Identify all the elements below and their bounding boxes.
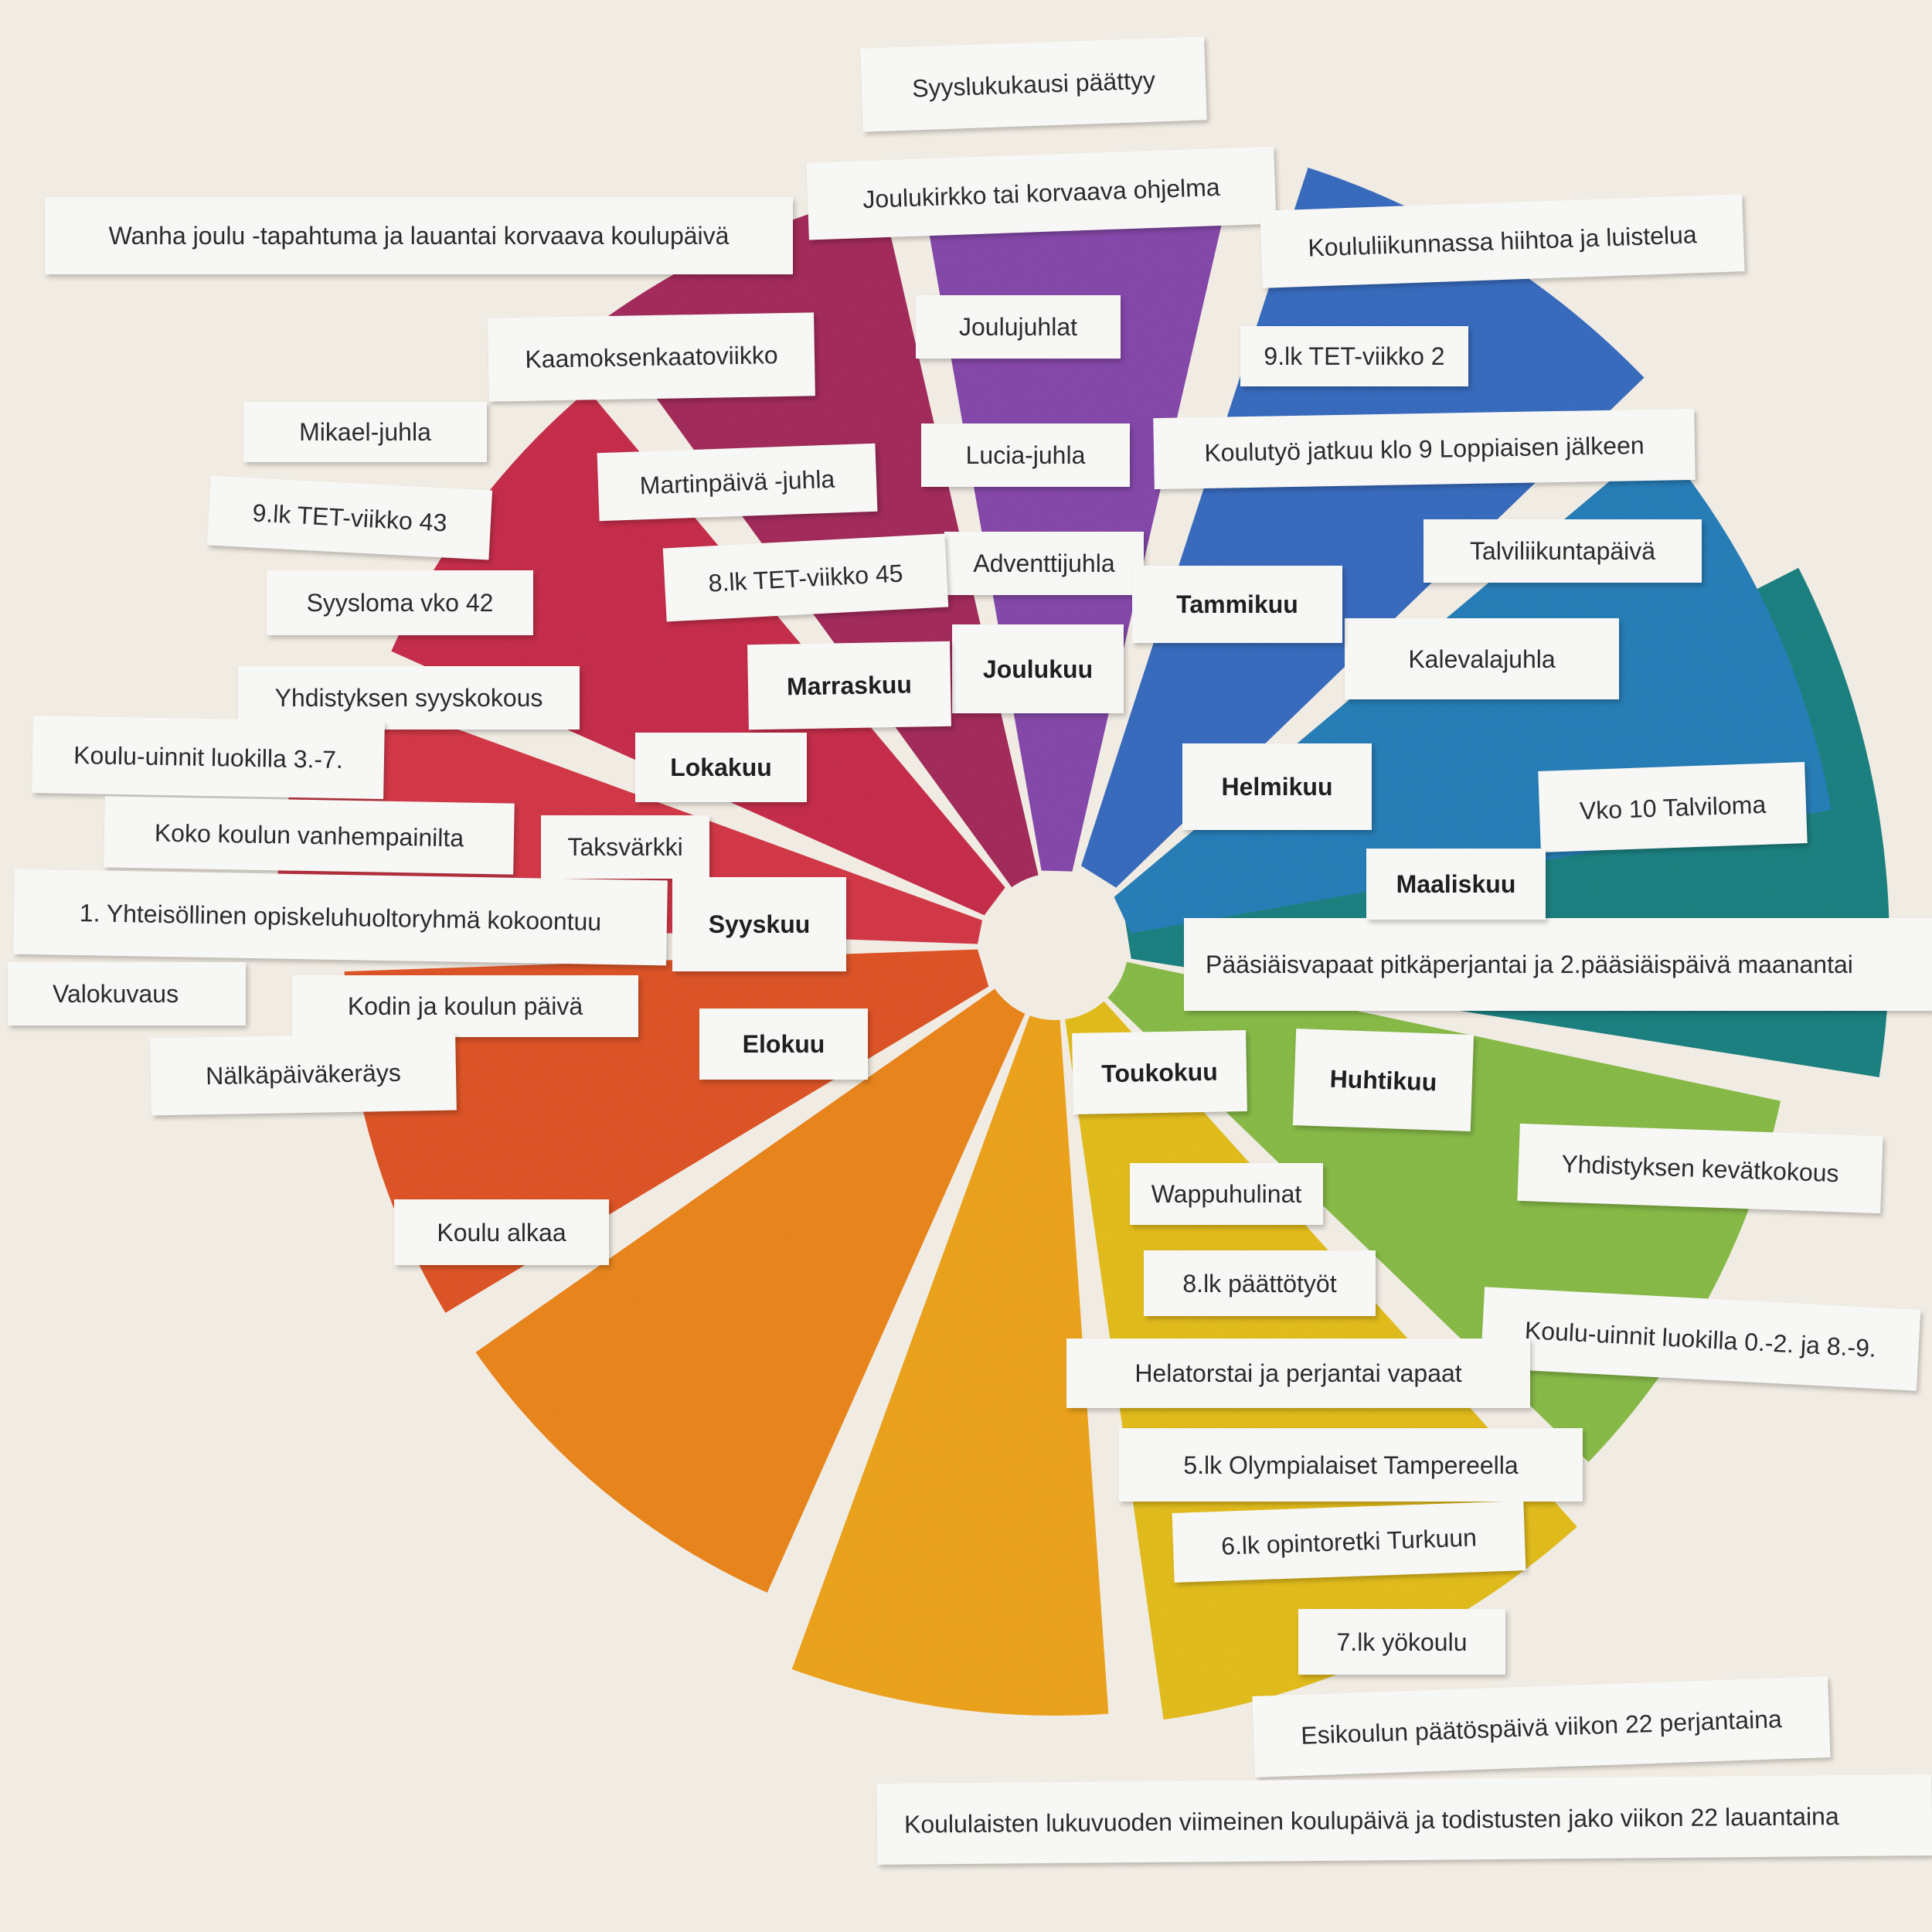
event-8lk-paattotyot: 8.lk päättötyöt <box>1144 1250 1376 1316</box>
event-talviliikuntapaiva: Talviliikuntapäivä <box>1423 519 1702 583</box>
event-yhdistyksen-syyskokous: Yhdistyksen syyskokous <box>238 666 580 730</box>
event-martinpaiva: Martinpäivä -juhla <box>597 443 878 522</box>
event-opintoretki: 6.lk opintoretki Turkuun <box>1172 1501 1526 1583</box>
month-label-elokuu: Elokuu <box>699 1009 868 1080</box>
event-viimeinen-koulupaiva: Koululaisten lukuvuoden viimeinen koulup… <box>876 1774 1932 1865</box>
event-adventtijuhla: Adventtijuhla <box>944 532 1144 595</box>
event-koko-koulun-vanhempainilta: Koko koulun vanhempainilta <box>104 796 515 875</box>
month-label-lokakuu: Lokakuu <box>635 733 807 802</box>
event-vko10-talviloma: Vko 10 Talviloma <box>1538 762 1808 852</box>
event-kalevalajuhla: Kalevalajuhla <box>1345 618 1619 699</box>
event-lucia-juhla: Lucia-juhla <box>921 423 1130 487</box>
event-yhdistyksen-kevatkokous: Yhdistyksen kevätkokous <box>1517 1123 1883 1214</box>
month-label-helmikuu: Helmikuu <box>1182 743 1372 830</box>
event-koulutyo-jatkuu: Koulutyö jatkuu klo 9 Loppiaisen jälkeen <box>1153 408 1696 490</box>
month-label-huhtikuu: Huhtikuu <box>1292 1029 1475 1131</box>
month-label-marraskuu: Marraskuu <box>747 641 951 730</box>
event-wanha-joulu: Wanha joulu -tapahtuma ja lauantai korva… <box>45 197 793 274</box>
event-koulu-uinnit-3-7: Koulu-uinnit luokilla 3.-7. <box>32 716 385 799</box>
month-label-joulukuu: Joulukuu <box>952 624 1124 713</box>
month-label-toukokuu: Toukokuu <box>1072 1030 1247 1114</box>
month-label-tammikuu: Tammikuu <box>1132 566 1342 643</box>
event-joulujuhlat: Joulujuhlat <box>916 295 1121 359</box>
event-kaamoksenkaatoviikko: Kaamoksenkaatoviikko <box>488 312 815 402</box>
event-koulu-alkaa: Koulu alkaa <box>394 1199 609 1265</box>
event-helatorstai: Helatorstai ja perjantai vapaat <box>1066 1338 1530 1408</box>
wedge-tammikuu <box>1080 167 1645 888</box>
wedge-lokakuu <box>391 389 1005 916</box>
event-tet-viikko-43: 9.lk TET-viikko 43 <box>206 475 493 560</box>
month-label-syyskuu: Syyskuu <box>672 877 846 971</box>
event-tet-viikko-2: 9.lk TET-viikko 2 <box>1240 326 1468 386</box>
event-valokuvaus: Valokuvaus <box>8 962 246 1026</box>
event-7lk-yokoulu: 7.lk yökoulu <box>1298 1609 1505 1675</box>
wedge-heinakuu <box>475 988 1026 1593</box>
event-mikael-juhla: Mikael-juhla <box>243 402 487 462</box>
event-joulukirkko: Joulukirkko tai korvaava ohjelma <box>806 146 1277 240</box>
wedge-kesakuu <box>791 1015 1109 1716</box>
event-opiskeluhuoltoryhma: 1. Yhteisöllinen opiskeluhuoltoryhmä kok… <box>13 869 668 966</box>
wheel-center <box>981 873 1128 1020</box>
event-syyslukukausi-paattyy: Syyslukukausi päättyy <box>860 36 1207 132</box>
event-tet-viikko-45: 8.lk TET-viikko 45 <box>662 533 949 622</box>
month-label-maaliskuu: Maaliskuu <box>1366 849 1546 920</box>
event-olympialaiset: 5.lk Olympialaiset Tampereella <box>1119 1428 1583 1502</box>
event-wappuhulinat: Wappuhulinat <box>1130 1163 1323 1225</box>
event-paasiaisvapaat: Pääsiäisvapaat pitkäperjantai ja 2.pääsi… <box>1184 918 1932 1011</box>
event-nalkapaivakerays: Nälkäpäiväkeräys <box>150 1032 457 1116</box>
event-taksvarkki: Taksvärkki <box>541 815 709 879</box>
event-syysloma: Syysloma vko 42 <box>267 570 533 635</box>
event-kodin-ja-koulun-paiva: Kodin ja koulun päivä <box>292 975 638 1037</box>
